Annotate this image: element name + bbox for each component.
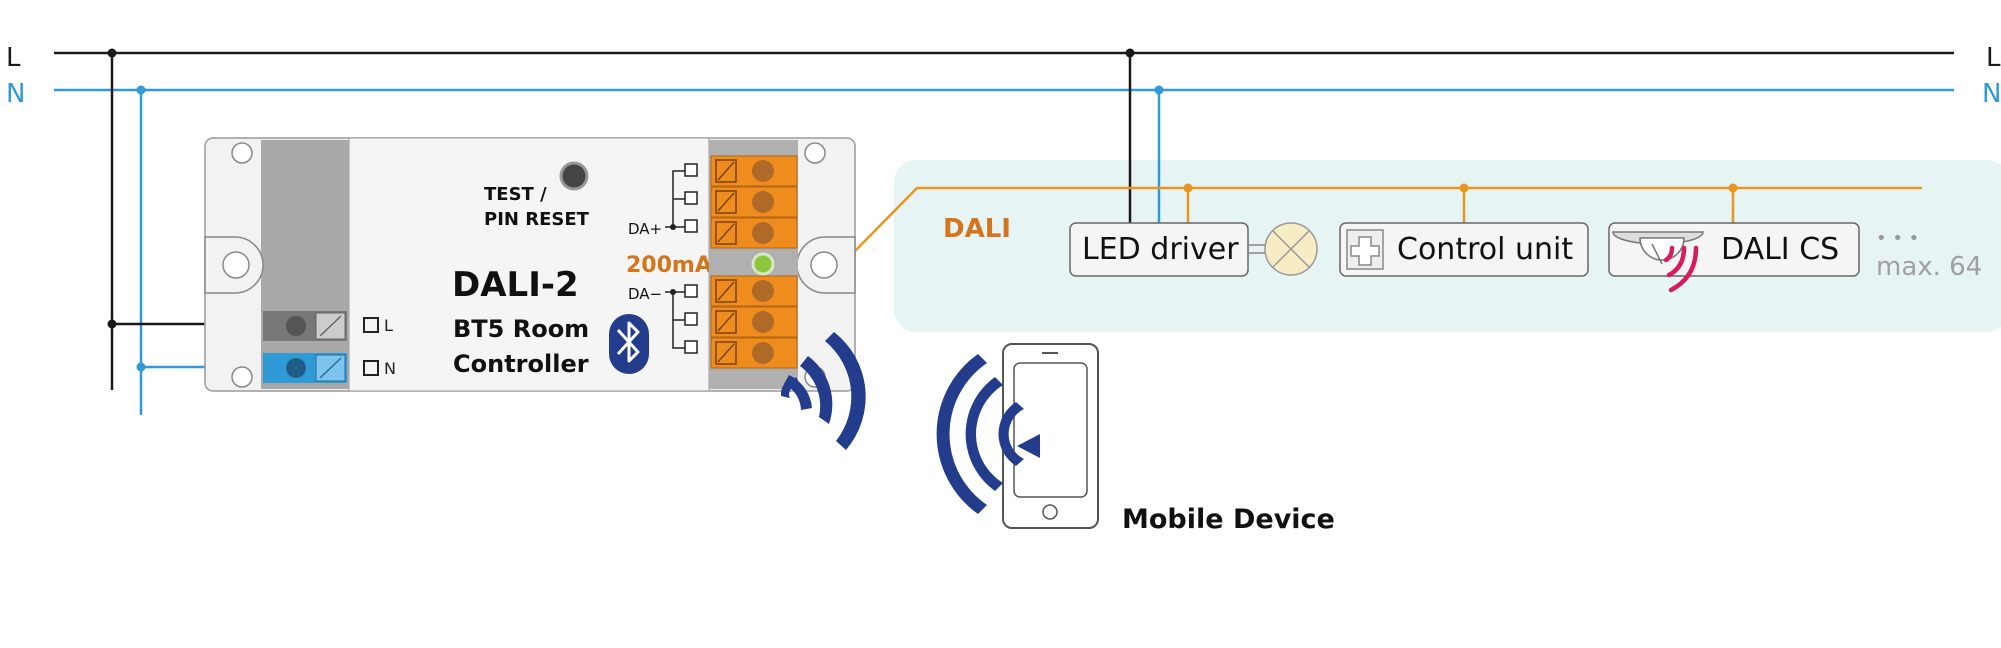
da-plus-label: DA+ [628, 220, 662, 238]
terminal-n-slot [319, 357, 342, 379]
controller-subtitle-1: BT5 Room [453, 315, 589, 343]
sensor-signal-icon [1663, 245, 1699, 293]
device-dali-cs: DALI CS [1608, 222, 1860, 293]
sensor-icon [1612, 231, 1704, 265]
control-unit-icon [1346, 229, 1384, 270]
live-junction-terminal [107, 319, 117, 329]
status-led [751, 252, 775, 276]
led-driver-label: LED driver [1082, 232, 1239, 267]
wireless-signal-mobile [936, 354, 1040, 514]
mains-terminal-block [261, 140, 349, 389]
live-junction-driver [1125, 48, 1135, 58]
da-plus-node [670, 224, 676, 230]
rail-label-live-left: L [6, 43, 21, 73]
terminal-l-slot [319, 315, 342, 337]
terminal-l-marker [363, 317, 379, 333]
dali-junction-control [1459, 183, 1469, 193]
current-rating: 200mA [626, 253, 712, 278]
led-driver-box [1069, 222, 1249, 277]
rail-label-neutral-left: N [6, 79, 25, 109]
terminal-n-marker [363, 360, 379, 376]
mobile-device-label: Mobile Device [1122, 504, 1335, 535]
phone-home-button [1042, 504, 1058, 520]
dali-cs-label: DALI CS [1721, 232, 1839, 267]
terminal-n-screw [286, 358, 306, 378]
control-unit-label: Control unit [1397, 232, 1573, 267]
dali2-bt5-room-controller: L N TEST / PIN RESET DALI-2 BT5 Room Con… [204, 137, 856, 392]
mount-hole [231, 366, 253, 388]
dali-terminal-screws [752, 160, 774, 364]
controller-subtitle-2: Controller [453, 350, 589, 378]
terminal-l-label: L [384, 316, 393, 335]
dali-terminal-clamps [715, 159, 737, 365]
wireless-signal-controller [780, 332, 866, 450]
da-minus-label: DA− [628, 285, 662, 303]
live-junction-left [107, 48, 117, 58]
mount-ear-hole [222, 251, 250, 279]
pin-reset-label: PIN RESET [484, 209, 590, 230]
dali-bus-label: DALI [943, 214, 1011, 244]
terminal-n-label: N [384, 359, 396, 378]
rail-label-live-right: L [1986, 43, 2001, 73]
mount-hole [804, 142, 826, 164]
phone-screen [1013, 362, 1088, 498]
control-unit-box [1339, 222, 1589, 277]
neutral-junction-terminal [136, 362, 146, 372]
more-devices-dots: • • • [1876, 228, 1919, 249]
test-pin-reset-button[interactable] [559, 161, 589, 191]
dali-bus-line [852, 186, 1922, 254]
neutral-junction-left [136, 85, 146, 95]
terminal-l-screw [286, 316, 306, 336]
da-minus-schematic [665, 284, 698, 354]
bluetooth-icon [609, 314, 649, 374]
dali-junction-cs [1728, 183, 1738, 193]
dali-junction-driver [1183, 183, 1193, 193]
max-devices-label: max. 64 [1876, 252, 1982, 282]
mobile-device [1002, 343, 1099, 529]
mount-hole [231, 142, 253, 164]
neutral-junction-driver [1154, 85, 1164, 95]
test-label: TEST / [484, 184, 547, 205]
device-control-unit: Control unit [1339, 222, 1589, 277]
rail-label-neutral-right: N [1982, 79, 2001, 109]
da-plus-schematic [665, 163, 698, 233]
lamp-icon [1264, 222, 1318, 276]
mount-ear-hole [810, 251, 838, 279]
controller-title: DALI-2 [452, 265, 579, 305]
da-minus-node [670, 289, 676, 295]
device-led-driver: LED driver [1069, 222, 1318, 277]
